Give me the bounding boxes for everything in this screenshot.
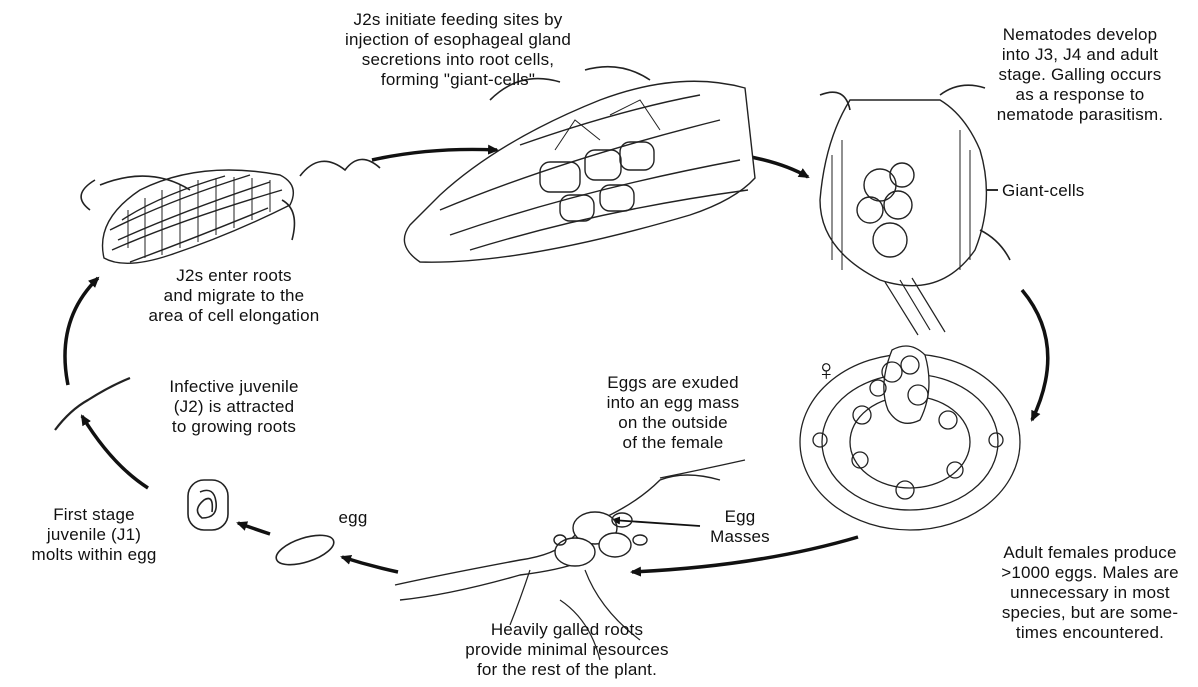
label-giant-cells: Giant-cells: [1002, 181, 1122, 201]
feeding-site-illustration: [404, 67, 755, 263]
label-nematodes-develop: Nematodes develop into J3, J4 and adult …: [975, 25, 1185, 125]
egg-illustration: [273, 529, 337, 570]
arrow-first-stage-to-infective: [82, 416, 148, 488]
label-eggs-exuded: Eggs are exuded into an egg mass on the …: [578, 373, 768, 453]
root-tip-illustration: [81, 159, 380, 263]
female-symbol: ♀: [815, 356, 838, 386]
label-egg: egg: [328, 508, 378, 528]
egg-masses-pointer: [612, 520, 700, 526]
label-j2-feeding: J2s initiate feeding sites by injection …: [288, 10, 628, 90]
label-adult-females: Adult females produce >1000 eggs. Males …: [982, 543, 1198, 643]
label-egg-masses: Egg Masses: [690, 507, 790, 547]
j1-in-egg-illustration: [188, 480, 228, 530]
label-first-stage-juvenile: First stage juvenile (J1) molts within e…: [5, 505, 183, 565]
label-j2-enter-roots: J2s enter roots and migrate to the area …: [108, 266, 360, 326]
j2-juvenile-illustration: [55, 378, 130, 430]
arrow-egg-to-first-stage: [238, 523, 270, 534]
label-infective-juvenile: Infective juvenile (J2) is attracted to …: [143, 377, 325, 437]
arrow-development-to-female: [1022, 290, 1048, 420]
label-heavily-galled: Heavily galled roots provide minimal res…: [437, 620, 697, 680]
arrow-infective-to-roots: [65, 278, 98, 385]
arrow-galled-roots-to-egg: [342, 557, 398, 572]
arrow-roots-to-feeding: [372, 149, 497, 160]
